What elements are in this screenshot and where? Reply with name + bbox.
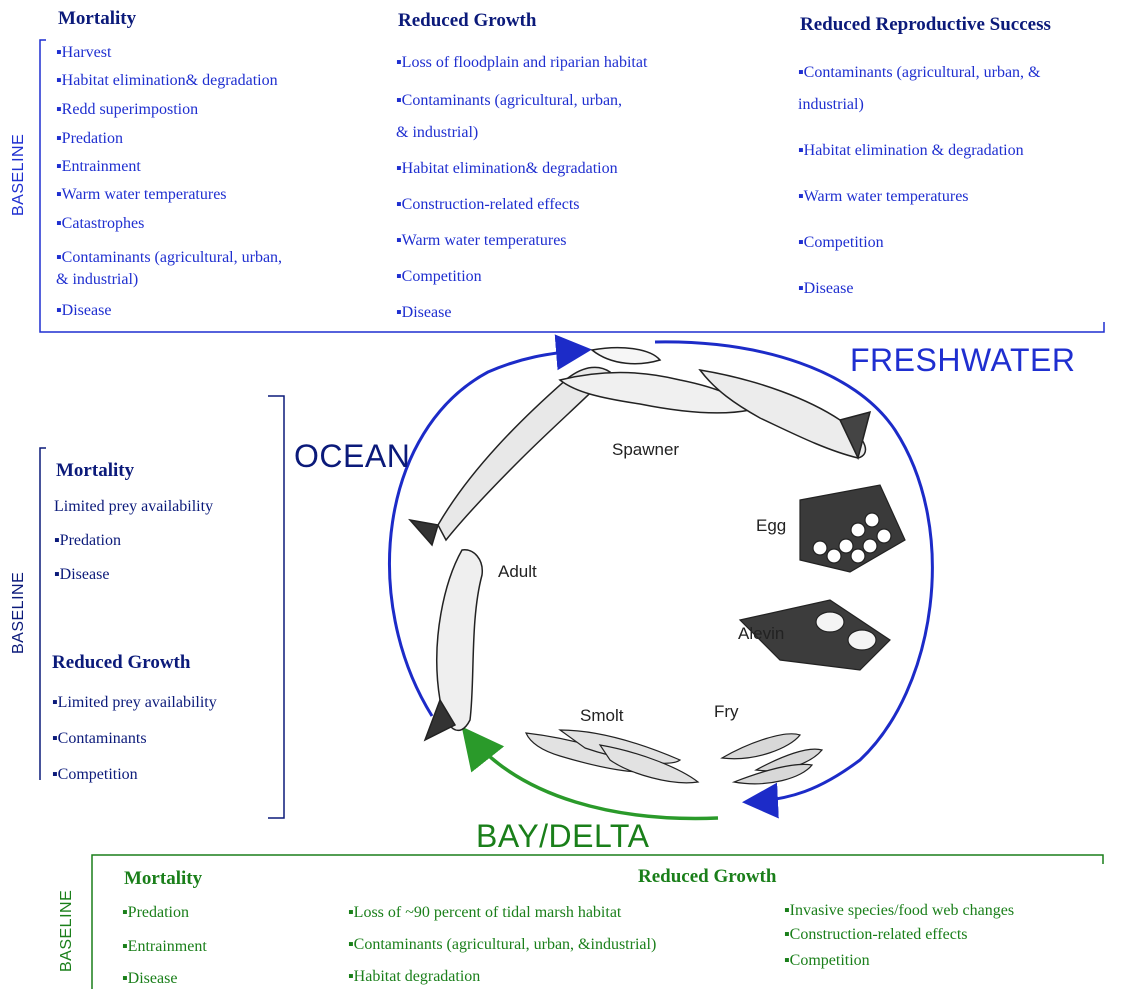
list-item: ▪Predation [122, 904, 189, 921]
list-item: ▪Disease [798, 280, 854, 297]
list-item: ▪Warm water temperatures [396, 232, 567, 249]
list-item: ▪Entrainment [56, 158, 141, 175]
list-item: ▪Disease [122, 970, 178, 987]
list-item: ▪Predation [56, 130, 123, 147]
freshwater-mortality-heading: Mortality [58, 8, 137, 29]
list-item: ▪Habitat elimination& degradation [396, 160, 618, 177]
list-item: ▪Construction-related effects [396, 196, 580, 213]
stage-label-spawner: Spawner [612, 440, 680, 459]
list-item: ▪Competition [396, 268, 482, 285]
list-item: ▪Warm water temperatures [56, 186, 227, 203]
smolt-icon [525, 729, 700, 784]
list-item: ▪Competition [52, 766, 138, 783]
freshwater-bracket [39, 39, 1105, 333]
list-item: ▪Warm water temperatures [798, 188, 969, 205]
list-item: industrial) [798, 96, 864, 113]
stage-label-smolt: Smolt [580, 706, 624, 725]
freshwater-baseline-label: BASELINE [10, 133, 27, 216]
list-item: ▪Limited prey availability [52, 694, 217, 711]
list-item: ▪Habitat degradation [348, 968, 481, 985]
alevin-icon [738, 599, 891, 671]
list-item: ▪Harvest [56, 44, 112, 61]
ocean-baseline-label: BASELINE [10, 571, 27, 654]
salmon-fish-icon [423, 549, 483, 742]
list-item: ▪Catastrophes [56, 215, 145, 232]
egg-cluster-icon [799, 484, 906, 573]
stage-label-egg: Egg [756, 516, 787, 535]
freshwater-region-label: FRESHWATER [850, 342, 1076, 378]
list-item: ▪Predation [54, 532, 121, 549]
bay-delta-mortality-heading: Mortality [124, 868, 203, 889]
bay-delta-growth-heading: Reduced Growth [638, 866, 777, 887]
fry-icon [720, 733, 824, 785]
ocean-bracket-left [39, 447, 46, 780]
bay-delta-region-label: BAY/DELTA [476, 818, 650, 854]
list-item: ▪Construction-related effects [784, 926, 968, 943]
list-item: ▪Contaminants (agricultural, urban, &ind… [348, 936, 657, 953]
salmon-fish-icon [408, 346, 872, 547]
list-item: ▪Disease [56, 302, 112, 319]
freshwater-arrow [654, 340, 934, 819]
ocean-bracket-right [268, 395, 285, 819]
bay-delta-arrow [461, 726, 719, 821]
bay-delta-baseline-label: BASELINE [58, 889, 75, 972]
list-item: ▪Disease [54, 566, 110, 583]
list-item: ▪Disease [396, 304, 452, 321]
list-item: ▪Contaminants (agricultural, urban, [396, 92, 623, 109]
ocean-region-label: OCEAN [294, 438, 411, 474]
ocean-arrow [388, 334, 592, 717]
stage-label-fry: Fry [714, 702, 739, 721]
stage-label-adult: Adult [498, 562, 537, 581]
list-item: ▪Loss of floodplain and riparian habitat [396, 54, 648, 71]
list-item: ▪Loss of ~90 percent of tidal marsh habi… [348, 904, 622, 921]
freshwater-growth-heading: Reduced Growth [398, 10, 537, 31]
list-item: ▪Invasive species/food web changes [784, 902, 1015, 919]
stage-label-alevin: Alevin [738, 624, 785, 643]
bay-delta-bracket [91, 854, 1104, 989]
freshwater-reproductive-heading: Reduced Reproductive Success [800, 14, 1051, 35]
ocean-growth-heading: Reduced Growth [52, 652, 191, 673]
list-item: ▪Entrainment [122, 938, 207, 955]
list-item: ▪Competition [798, 234, 884, 251]
list-item: & industrial) [56, 271, 139, 288]
list-item: ▪Contaminants (agricultural, urban, [56, 249, 283, 266]
list-item: ▪Habitat elimination& degradation [56, 72, 278, 89]
list-item: ▪Redd superimpostion [56, 101, 199, 118]
list-item: & industrial) [396, 124, 479, 141]
list-item: Limited prey availability [54, 498, 214, 515]
list-item: ▪Contaminants [52, 730, 147, 747]
list-item: ▪Habitat elimination & degradation [798, 142, 1024, 159]
list-item: ▪Competition [784, 952, 870, 969]
ocean-mortality-heading: Mortality [56, 460, 135, 481]
list-item: ▪Contaminants (agricultural, urban, & [798, 64, 1041, 81]
